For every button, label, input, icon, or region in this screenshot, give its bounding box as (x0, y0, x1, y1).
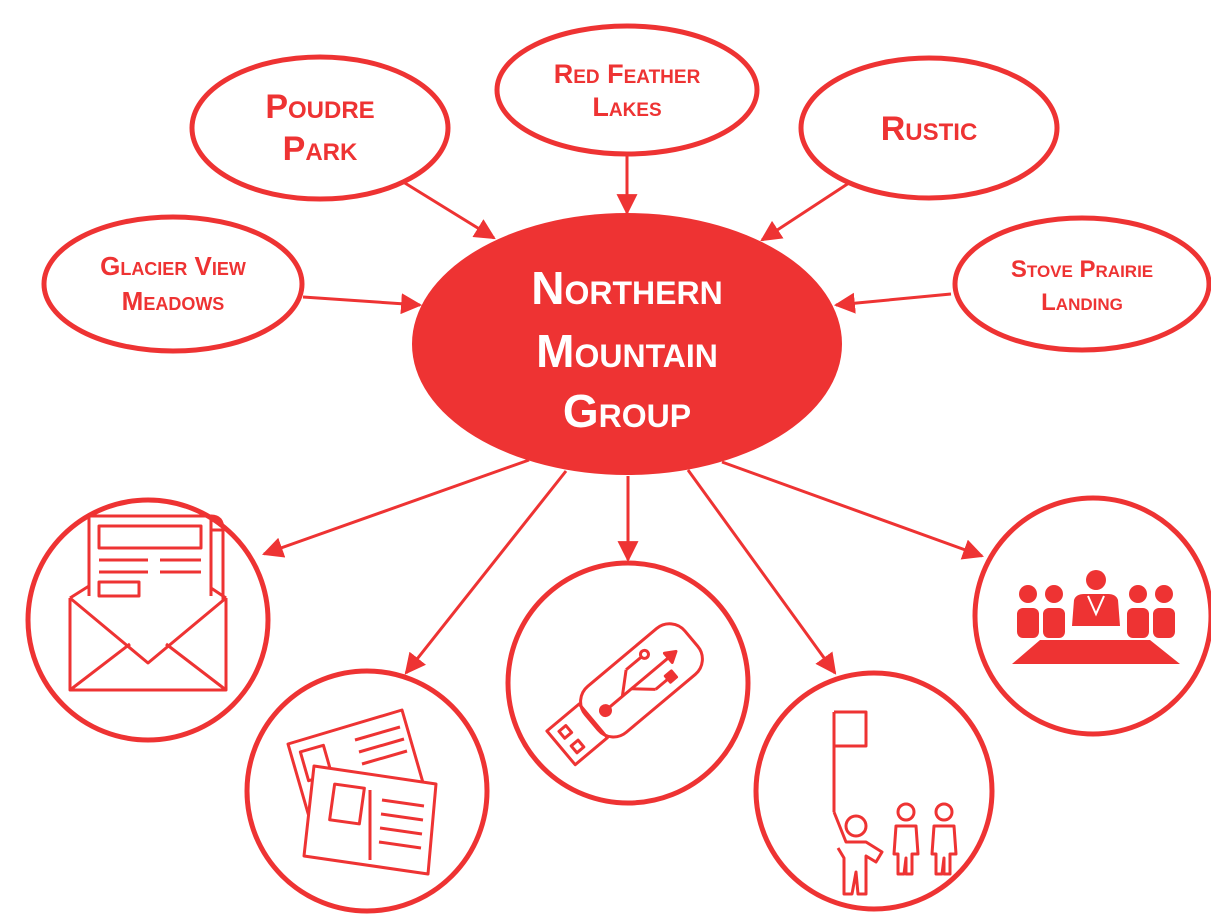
location-label-line-2: Lakes (592, 92, 661, 122)
location-label-line-1: Rustic (881, 110, 978, 148)
center-label-line-3: Group (563, 385, 691, 437)
arrow-to-postcards (404, 470, 568, 675)
location-glacier-view-meadows: Glacier View Meadows (41, 214, 305, 354)
arrow-glacier-view-meadows (302, 293, 423, 315)
location-label-line-2: Landing (1041, 289, 1123, 316)
meeting-group-icon (972, 495, 1211, 737)
location-label-line-1: Poudre (265, 88, 374, 126)
location-rustic: Rustic (798, 55, 1060, 201)
postcards-icon (244, 668, 490, 914)
arrow-to-meeting (721, 460, 984, 560)
newsletter-envelope-icon (25, 497, 271, 743)
location-poudre-park: Poudre Park (189, 54, 451, 202)
location-stove-prairie-landing: Stove Prairie Landing (952, 215, 1211, 353)
center-label-line-1: Northern (531, 262, 722, 314)
location-label-line-1: Glacier View (100, 251, 246, 281)
volunteer-leader-flag-icon (753, 670, 995, 912)
location-label-line-1: Red Feather (554, 59, 701, 89)
arrow-rustic (760, 179, 853, 242)
location-label-line-1: Stove Prairie (1011, 256, 1153, 283)
center-node: Northern Mountain Group (412, 213, 842, 475)
incoming-arrows (302, 153, 952, 315)
location-label-line-2: Meadows (122, 286, 225, 316)
center-label-line-2: Mountain (536, 325, 718, 377)
arrow-to-newsletter (262, 458, 530, 558)
arrow-poudre-park (399, 178, 496, 240)
usb-drive-icon (505, 560, 751, 806)
arrow-stove-prairie-landing (833, 292, 952, 314)
location-red-feather-lakes: Red Feather Lakes (494, 23, 760, 157)
outgoing-arrows (262, 458, 984, 675)
arrow-to-volunteer (686, 469, 837, 675)
location-label-line-2: Park (283, 130, 358, 168)
